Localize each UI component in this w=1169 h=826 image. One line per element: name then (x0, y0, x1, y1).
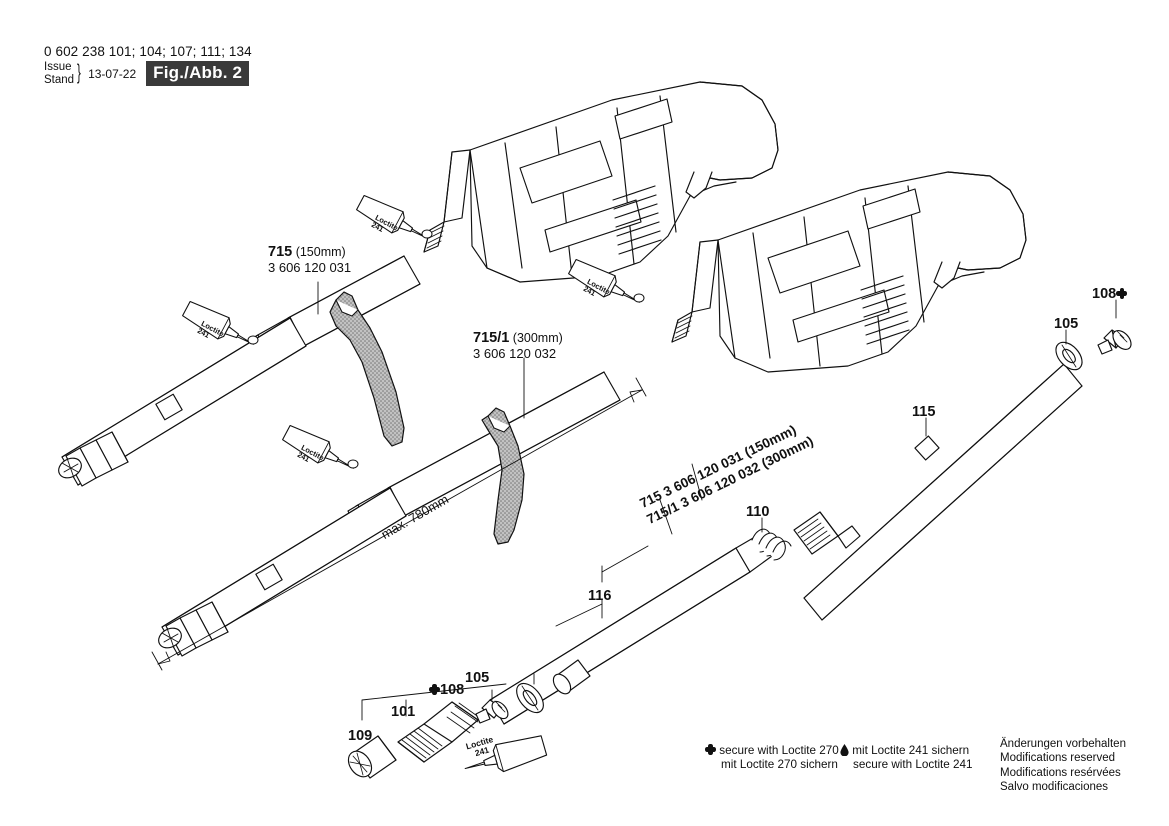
wrench-715 (329, 291, 405, 447)
part-108-screw (1097, 329, 1132, 355)
modifications-de: Änderungen vorbehalten (1000, 738, 1126, 750)
tool-body-1 (423, 81, 779, 283)
part-105-washer-bottom (516, 682, 544, 714)
figure-badge: Fig./Abb. 2 (146, 61, 250, 86)
callout-116: 116 (588, 588, 612, 604)
callout-105-bottom: 105 (465, 670, 490, 686)
shaft-115 (803, 329, 1132, 621)
tool-body-2 (671, 171, 1027, 373)
callout-715-1-size: (300mm) (512, 331, 563, 345)
legend-loctite-241: mit Loctite 241 sichern secure with Loct… (840, 744, 973, 773)
part-101-collar (397, 701, 481, 763)
modifications-notice: Änderungen vorbehalten Modifications res… (1000, 737, 1126, 795)
callout-109: 109 (348, 728, 373, 744)
legend-241-de: mit Loctite 241 sichern (852, 744, 970, 757)
issue-label-de: Stand (44, 73, 75, 86)
loctite-bottle-5 (464, 735, 548, 773)
loctite-bottle-1 (182, 300, 259, 345)
dimension-max-780mm (151, 377, 647, 671)
callout-110: 110 (746, 504, 770, 520)
loctite-bottle-4 (282, 424, 359, 469)
drop-icon (840, 744, 849, 756)
callout-715-number: 715 (268, 244, 293, 260)
modifications-en: Modifications reserved (1000, 752, 1116, 765)
callout-108-bottom: 108 (429, 682, 464, 698)
issue-date: 13-07-22 (88, 66, 137, 81)
small-sleeve (552, 659, 591, 695)
issue-label-en: Issue (44, 61, 72, 74)
callout-leaders (533, 299, 1117, 685)
callout-101: 101 (391, 704, 416, 720)
legend-270-en: secure with Loctite 270 (719, 744, 839, 757)
part-108-screw-bottom (475, 699, 509, 724)
clover-icon-legend (705, 744, 716, 755)
issue-brace: } (77, 61, 81, 85)
legend-270-de: mit Loctite 270 sichern (721, 758, 838, 772)
part-110-spring (751, 528, 792, 561)
issue-block: Issue Stand } 13-07-22 Fig./Abb. 2 (44, 61, 250, 86)
callout-715-1-number: 715/1 (473, 330, 510, 346)
callout-115: 115 (912, 404, 936, 420)
loctite-bottle-2 (356, 194, 433, 239)
clover-icon (1116, 288, 1128, 299)
part-105-washer (1055, 341, 1083, 371)
issue-labels: Issue Stand (44, 61, 74, 86)
legend-loctite-270: secure with Loctite 270 mit Loctite 270 … (705, 744, 839, 773)
page-code: 0 602 238 101; 104; 107; 111; 134 (44, 44, 252, 59)
callout-715-size: (150mm) (295, 245, 346, 259)
coupling-nut (793, 511, 861, 555)
callout-715-1-block: 715/1 (300mm) 3 606 120 032 (473, 329, 563, 361)
part-109-sleeve (347, 735, 397, 779)
modifications-es: Salvo modificaciones (1000, 781, 1109, 794)
callout-108-top-number: 108 (1092, 286, 1117, 302)
leader-lines (317, 281, 525, 419)
bottom-assembly (347, 659, 591, 779)
callout-715-1-partnumber: 3 606 120 032 (473, 345, 557, 361)
loctite-bottle-3 (568, 258, 645, 303)
callout-108-bottom-number: 108 (440, 682, 465, 698)
modifications-fr: Modifications resérvées (1000, 766, 1121, 779)
legend-241-en: secure with Loctite 241 (853, 758, 973, 772)
wrench-715-1 (481, 407, 525, 545)
callout-108-top: 108 (1092, 286, 1128, 302)
callout-105-top: 105 (1054, 316, 1079, 332)
callout-715-block: 715 (150mm) 3 606 120 031 (268, 243, 351, 275)
callout-715-partnumber: 3 606 120 031 (268, 259, 352, 275)
clover-icon-bottom (429, 684, 440, 695)
